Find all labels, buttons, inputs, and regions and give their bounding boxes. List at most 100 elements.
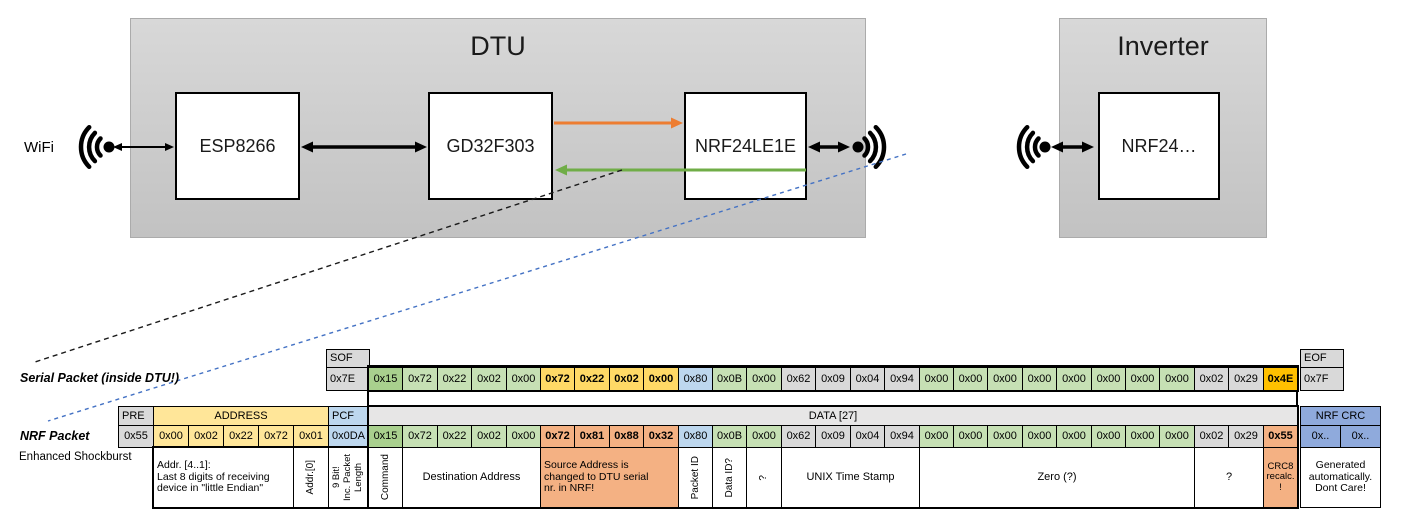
component-nrf24le1e-label: NRF24LE1E: [694, 135, 797, 156]
annotation-zero: Zero (?): [919, 447, 1195, 508]
nrf-pcf-header: PCF: [328, 406, 369, 426]
nrf-byte-8: 0x32: [643, 425, 679, 448]
nrf-byte-16: 0x00: [919, 425, 954, 448]
serial-byte-17: 0x00: [953, 367, 988, 391]
serial-byte-22: 0x00: [1125, 367, 1160, 391]
annotation-data-id: Data ID?: [712, 447, 747, 508]
serial-byte-24: 0x02: [1194, 367, 1229, 391]
nrf-byte-22: 0x00: [1125, 425, 1160, 448]
nrf-byte-25: 0x29: [1228, 425, 1264, 448]
serial-sof-header: SOF: [326, 349, 370, 368]
serial-byte-14: 0x04: [850, 367, 885, 391]
nrf-byte-10: 0x0B: [712, 425, 747, 448]
serial-byte-16: 0x00: [919, 367, 954, 391]
serial-byte-2: 0x22: [437, 367, 472, 391]
nrf-byte-6: 0x81: [574, 425, 610, 448]
serial-eof-value: 0x7F: [1300, 367, 1344, 391]
nrf-address-byte-3: 0x72: [258, 425, 294, 448]
nrf-byte-26: 0x55: [1263, 425, 1298, 448]
serial-byte-1: 0x72: [402, 367, 438, 391]
serial-byte-3: 0x02: [471, 367, 507, 391]
component-gd32f303-label: GD32F303: [446, 135, 535, 156]
nrf-crc-byte-1: 0x..: [1340, 425, 1381, 448]
serial-byte-12: 0x62: [781, 367, 816, 391]
nrf-pre-header: PRE: [118, 406, 154, 426]
nrf-byte-19: 0x00: [1022, 425, 1057, 448]
component-inverter-nrf24: NRF24…: [1098, 92, 1220, 200]
annotation-pcf9: 9 Bit! Inc. Packet Length: [328, 447, 369, 508]
serial-byte-4: 0x00: [506, 367, 541, 391]
nrf-byte-11: 0x00: [746, 425, 782, 448]
serial-byte-6: 0x22: [574, 367, 610, 391]
nrf-byte-13: 0x09: [815, 425, 851, 448]
wifi-icon-inverter: [1016, 124, 1051, 170]
nrf-byte-17: 0x00: [953, 425, 988, 448]
nrf-byte-23: 0x00: [1159, 425, 1195, 448]
annotation-addr41: Addr. [4..1]: Last 8 digits of receiving…: [153, 447, 294, 508]
serial-packet-label: Serial Packet (inside DTU!): [20, 371, 180, 385]
wifi-icon-left: [78, 124, 115, 170]
nrf-byte-9: 0x80: [678, 425, 713, 448]
serial-byte-9: 0x80: [678, 367, 713, 391]
dtu-title: DTU: [470, 31, 526, 61]
nrf-byte-7: 0x88: [609, 425, 644, 448]
nrf-byte-18: 0x00: [987, 425, 1023, 448]
nrf-data-header: DATA [27]: [368, 406, 1298, 426]
serial-byte-26: 0x4E: [1263, 367, 1298, 391]
nrf-crc-byte-0: 0x..: [1300, 425, 1341, 448]
serial-sof-value: 0x7E: [326, 367, 370, 391]
component-inverter-nrf24-label: NRF24…: [1121, 135, 1197, 156]
nrf-address-byte-1: 0x02: [188, 425, 224, 448]
nrf-address-byte-2: 0x22: [223, 425, 259, 448]
nrf-byte-20: 0x00: [1056, 425, 1092, 448]
serial-byte-20: 0x00: [1056, 367, 1092, 391]
nrf-pre-value: 0x55: [118, 425, 154, 448]
nrf-byte-4: 0x00: [506, 425, 541, 448]
annotation-source: Source Address is changed to DTU serial …: [540, 447, 679, 508]
nrf-crc-header: NRF CRC: [1300, 406, 1381, 426]
nrf-byte-24: 0x02: [1194, 425, 1229, 448]
nrf-byte-12: 0x62: [781, 425, 816, 448]
component-nrf24le1e: NRF24LE1E: [684, 92, 807, 200]
annotation-crc8: CRC8 recalc. !: [1263, 447, 1298, 508]
annotation-q1: ?: [746, 447, 782, 508]
serial-byte-0: 0x15: [368, 367, 403, 391]
serial-byte-13: 0x09: [815, 367, 851, 391]
serial-byte-5: 0x72: [540, 367, 575, 391]
nrf-byte-21: 0x00: [1091, 425, 1126, 448]
annotation-command: Command: [368, 447, 403, 508]
serial-byte-21: 0x00: [1091, 367, 1126, 391]
annotation-unix: UNIX Time Stamp: [781, 447, 920, 508]
serial-byte-10: 0x0B: [712, 367, 747, 391]
nrf-byte-0: 0x15: [368, 425, 403, 448]
serial-eof-header: EOF: [1300, 349, 1344, 368]
inverter-title: Inverter: [1117, 31, 1209, 61]
nrf-pcf-value: 0x0DA: [328, 425, 369, 448]
nrf-byte-5: 0x72: [540, 425, 575, 448]
nrf-byte-15: 0x94: [884, 425, 920, 448]
nrf-address-header: ADDRESS: [153, 406, 329, 426]
annotation-addr0: Addr.[0]: [293, 447, 329, 508]
annotation-gen: Generated automatically. Dont Care!: [1300, 447, 1381, 508]
component-esp8266-label: ESP8266: [199, 135, 276, 156]
annotation-packet-id: Packet ID: [678, 447, 713, 508]
serial-byte-19: 0x00: [1022, 367, 1057, 391]
enhanced-shockburst-label: Enhanced Shockburst: [19, 451, 132, 463]
nrf-byte-14: 0x04: [850, 425, 885, 448]
serial-byte-8: 0x00: [643, 367, 679, 391]
serial-byte-25: 0x29: [1228, 367, 1264, 391]
nrf-address-byte-0: 0x00: [153, 425, 189, 448]
serial-byte-7: 0x02: [609, 367, 644, 391]
data-connector-right: [1296, 390, 1298, 407]
nrf-byte-1: 0x72: [402, 425, 438, 448]
serial-byte-11: 0x00: [746, 367, 782, 391]
wifi-label: WiFi: [24, 139, 54, 156]
nrf-address-byte-4: 0x01: [293, 425, 329, 448]
serial-byte-18: 0x00: [987, 367, 1023, 391]
data-connector-left: [367, 390, 369, 407]
annotation-q2: ?: [1194, 447, 1264, 508]
nrf-packet-label: NRF Packet: [20, 429, 90, 443]
component-gd32f303: GD32F303: [428, 92, 553, 200]
annotation-dest: Destination Address: [402, 447, 541, 508]
